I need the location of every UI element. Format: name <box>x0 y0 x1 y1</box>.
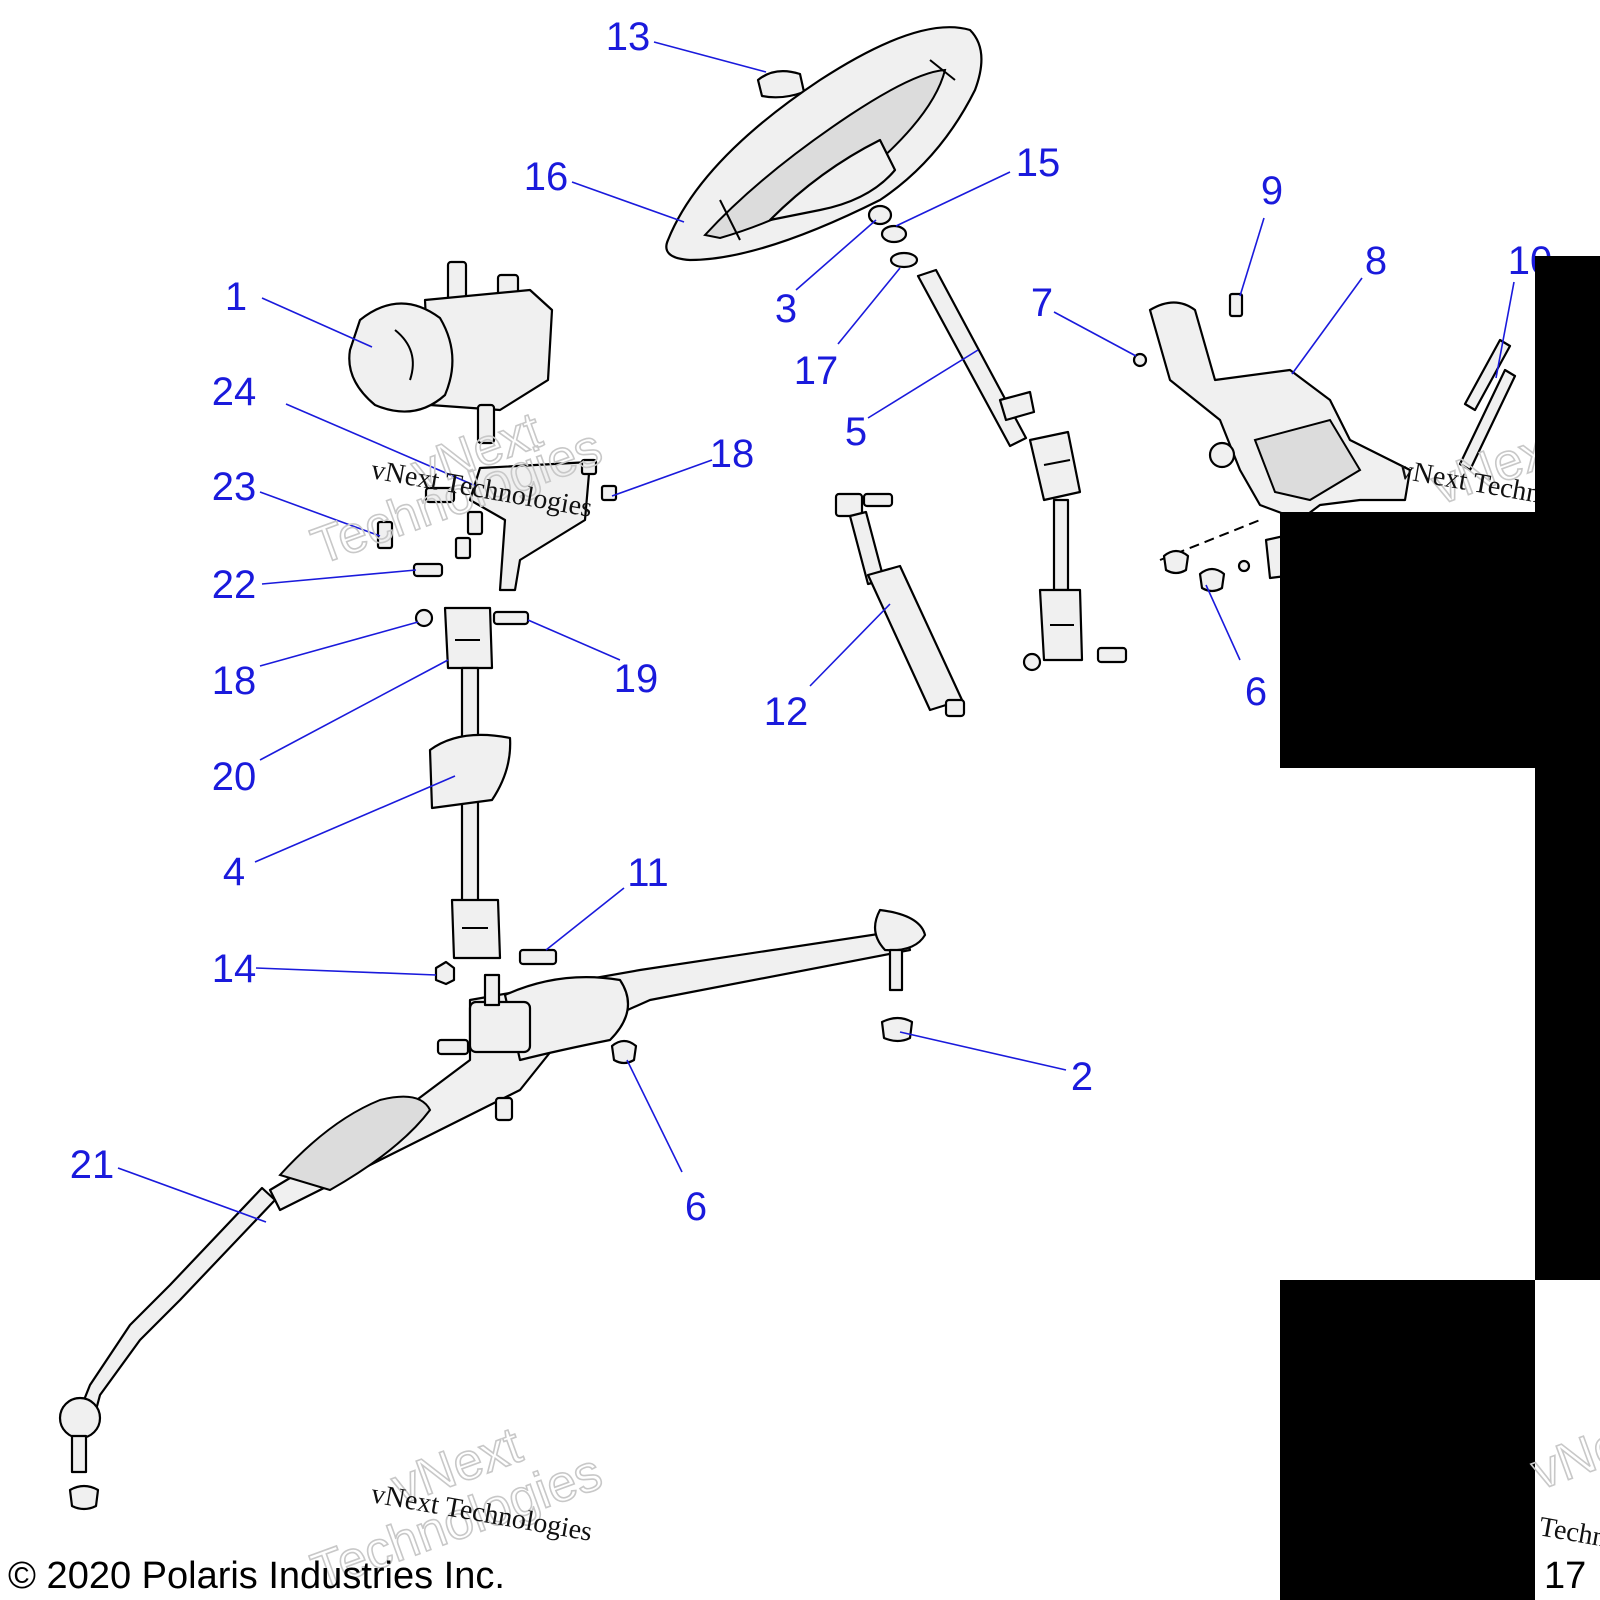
leader-24 <box>285 403 477 487</box>
leader-6-lower <box>626 1059 683 1173</box>
leader-12 <box>809 603 891 687</box>
mask-block-right-tall <box>1535 256 1600 1280</box>
callout-6-right: 6 <box>1245 670 1267 714</box>
callout-23: 23 <box>212 465 257 509</box>
callout-7: 7 <box>1031 281 1053 325</box>
callout-5: 5 <box>845 410 867 454</box>
part-bushing-15 <box>880 224 908 244</box>
part-power-steering-unit <box>348 260 554 445</box>
leader-18-upper <box>611 459 713 497</box>
mask-block-bottom <box>1280 1280 1535 1600</box>
callout-15: 15 <box>1016 141 1061 185</box>
part-bushing-17 <box>889 251 919 269</box>
callout-numbers: 1 2 3 4 5 6 6 7 8 9 10 11 12 13 14 15 16… <box>70 15 1553 1229</box>
part-lower-steering-shaft <box>414 606 558 986</box>
leader-21 <box>117 1167 267 1223</box>
part-tilt-bracket <box>1132 292 1517 593</box>
part-upper-steering-shaft <box>916 268 1128 672</box>
leader-20 <box>259 659 449 761</box>
part-steering-damper <box>834 492 966 718</box>
leader-23 <box>259 491 381 537</box>
callout-21: 21 <box>70 1143 115 1187</box>
leader-2 <box>899 1031 1067 1071</box>
callout-12: 12 <box>764 690 809 734</box>
leader-3 <box>795 219 877 291</box>
leader-15 <box>895 171 1011 227</box>
callout-1: 1 <box>225 275 247 319</box>
leader-19 <box>527 619 621 661</box>
callout-9: 9 <box>1261 169 1283 213</box>
callout-6-lower: 6 <box>685 1185 707 1229</box>
leader-8 <box>1291 277 1363 375</box>
leader-10 <box>1495 281 1515 379</box>
callout-20: 20 <box>212 755 257 799</box>
callout-17: 17 <box>794 349 839 393</box>
part-nut-2 <box>880 1016 914 1043</box>
callout-19: 19 <box>614 657 659 701</box>
callout-14: 14 <box>212 947 257 991</box>
mask-block-mid <box>1280 512 1535 768</box>
callout-16: 16 <box>524 155 569 199</box>
leader-11 <box>545 887 625 951</box>
parts-drawing <box>58 26 1517 1511</box>
leader-17 <box>837 267 901 345</box>
part-nut-6-lower <box>610 1039 638 1065</box>
part-steering-wheel <box>665 26 983 262</box>
callout-11: 11 <box>627 851 669 895</box>
part-spacer-3 <box>867 204 893 226</box>
leader-7 <box>1053 311 1137 357</box>
callout-18-lower: 18 <box>212 659 257 703</box>
leader-1 <box>261 297 373 348</box>
leader-lines <box>117 41 1515 1223</box>
copyright-text: © 2020 Polaris Industries Inc. <box>8 1555 505 1597</box>
leader-18-lower <box>259 621 419 667</box>
part-horn-cap <box>756 69 806 99</box>
leader-13 <box>653 41 767 73</box>
callout-4: 4 <box>223 850 245 894</box>
watermark-edge-line1: vNext <box>1524 1401 1600 1501</box>
leader-6-right <box>1205 584 1241 661</box>
callout-3: 3 <box>775 287 797 331</box>
leader-4 <box>254 775 456 863</box>
callout-2: 2 <box>1071 1055 1093 1099</box>
leader-9 <box>1239 217 1265 297</box>
right-edge-fragments: vNext Technologies 17 <box>1523 1400 1600 1597</box>
part-mounting-bracket <box>376 458 618 592</box>
leader-16 <box>571 181 685 223</box>
callout-13: 13 <box>606 15 651 59</box>
page-number-fragment: 17 <box>1544 1555 1586 1597</box>
callout-18-upper: 18 <box>710 432 755 476</box>
leader-22 <box>261 569 417 585</box>
redaction-blocks <box>1280 256 1600 1600</box>
callout-8: 8 <box>1365 239 1387 283</box>
leader-5 <box>867 349 979 419</box>
callout-24: 24 <box>212 370 257 414</box>
part-steering-rack <box>58 908 927 1511</box>
leader-14 <box>255 967 437 976</box>
callout-22: 22 <box>212 563 257 607</box>
